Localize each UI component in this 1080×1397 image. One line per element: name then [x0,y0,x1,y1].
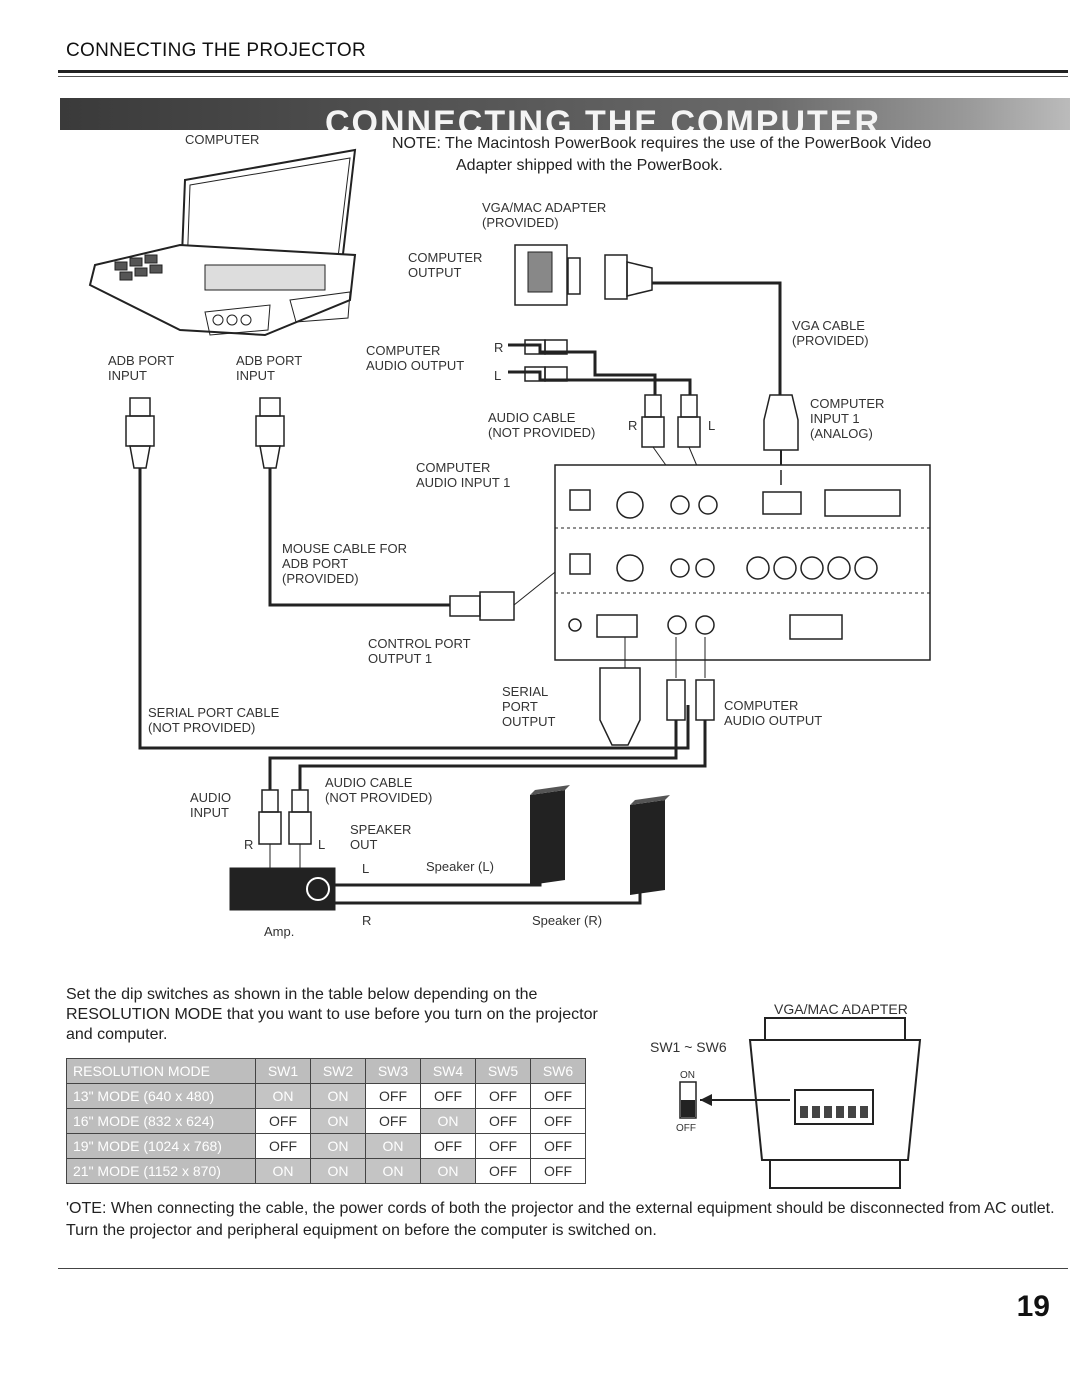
table-cell: OFF [475,1158,531,1184]
table-row: 13" MODE (640 x 480) ON ON OFF OFF OFF O… [66,1083,586,1109]
resolution-table: RESOLUTION MODE SW1 SW2 SW3 SW4 SW5 SW6 … [66,1058,586,1184]
label-on: ON [680,1070,695,1081]
table-cell: OFF [530,1158,586,1184]
label-l-top: L [494,368,502,383]
table-cell: ON [420,1108,476,1134]
table-row: 16" MODE (832 x 624) OFF ON OFF ON OFF O… [66,1108,586,1134]
table-cell: OFF [475,1108,531,1134]
table-cell: OFF [475,1083,531,1109]
label-serial-port-output: SERIAL PORT OUTPUT [502,684,556,729]
bottom-note: 'OTE: When connecting the cable, the pow… [66,1198,1056,1242]
label-l-speaker: L [362,861,370,876]
table-row: 19" MODE (1024 x 768) OFF ON ON OFF OFF … [66,1133,586,1159]
label-l-mid: L [708,418,716,433]
table-cell: ON [420,1158,476,1184]
table-cell: OFF [475,1133,531,1159]
table-cell: OFF [365,1083,421,1109]
label-computer-output: COMPUTER OUTPUT [408,250,483,280]
label-vga-mac-adapter: VGA/MAC ADAPTER [774,1001,908,1017]
section-title: CONNECTING THE PROJECTOR [66,40,366,61]
label-r-top: R [494,340,504,355]
laptop-illustration [88,148,357,337]
label-r-mid: R [628,418,638,433]
table-cell: ON [255,1158,311,1184]
label-computer-input-1: COMPUTER INPUT 1 (ANALOG) [810,396,885,441]
label-computer-audio-output-bottom: COMPUTER AUDIO OUTPUT [724,698,823,728]
page-number: 19 [1016,1290,1050,1323]
bottom-note-prefix: 'OTE: [66,1200,107,1217]
label-control-port-output: CONTROL PORT OUTPUT 1 [368,636,471,666]
label-adb-port-input-2: ADB PORT INPUT [236,353,303,383]
label-serial-port-cable: SERIAL PORT CABLE (NOT PROVIDED) [148,705,280,735]
table-cell: ON [310,1083,366,1109]
table-cell: 13" MODE (640 x 480) [66,1083,256,1109]
table-cell: ON [310,1158,366,1184]
top-note-text-2: Adapter shipped with the PowerBook. [456,157,723,174]
label-audio-cable-not-provided: AUDIO CABLE (NOT PROVIDED) [488,410,596,440]
label-adb-port-input-1: ADB PORT INPUT [108,353,175,383]
table-cell: OFF [255,1108,311,1134]
table-cell: OFF [530,1133,586,1159]
label-audio-cable-not-provided-2: AUDIO CABLE (NOT PROVIDED) [325,775,433,805]
top-note-text: The Macintosh PowerBook requires the use… [445,135,932,152]
label-l-amp: L [318,837,326,852]
label-speaker-out: SPEAKER OUT [350,822,412,852]
table-cell: ON [310,1133,366,1159]
label-r-amp: R [244,837,254,852]
label-speaker-l: Speaker (L) [426,859,494,874]
table-header-cell: RESOLUTION MODE [66,1058,256,1084]
table-cell: OFF [530,1108,586,1134]
banner: CONNECTING THE COMPUTER [60,98,1070,130]
label-mouse-cable: MOUSE CABLE FOR ADB PORT (PROVIDED) [282,541,407,586]
table-cell: ON [310,1108,366,1134]
header-rule-thin [58,76,1068,77]
table-header-cell: SW3 [365,1058,421,1084]
bottom-note-text: When connecting the cable, the power cor… [66,1200,1055,1239]
label-r-speaker: R [362,913,372,928]
label-computer: COMPUTER [185,132,260,147]
label-sw-range: SW1 ~ SW6 [650,1039,727,1055]
table-cell: ON [365,1158,421,1184]
footer-rule [58,1268,1068,1269]
table-cell: ON [255,1083,311,1109]
table-cell: 21" MODE (1152 x 870) [66,1158,256,1184]
speaker-right [630,800,665,895]
table-cell: OFF [255,1133,311,1159]
header-rule [58,70,1068,73]
table-header-cell: SW6 [530,1058,586,1084]
label-audio-input: AUDIO INPUT [190,790,232,820]
label-speaker-r: Speaker (R) [532,913,603,928]
label-vga-cable: VGA CABLE (PROVIDED) [792,318,869,348]
table-row: 21" MODE (1152 x 870) ON ON ON ON OFF OF… [66,1158,586,1184]
banner-title: CONNECTING THE COMPUTER [325,104,881,130]
label-computer-audio-output-top: COMPUTER AUDIO OUTPUT [366,343,465,373]
table-cell: OFF [530,1083,586,1109]
table-cell: ON [365,1133,421,1159]
table-cell: OFF [420,1133,476,1159]
table-cell: OFF [420,1083,476,1109]
top-note-prefix: NOTE: [392,135,441,152]
vga-mac-adapter-illustration [748,1017,922,1189]
table-header-row: RESOLUTION MODE SW1 SW2 SW3 SW4 SW5 SW6 [66,1058,586,1084]
table-header-cell: SW2 [310,1058,366,1084]
label-vga-mac-adapter-provided: VGA/MAC ADAPTER (PROVIDED) [482,200,607,230]
label-computer-audio-input-1: COMPUTER AUDIO INPUT 1 [416,460,511,490]
table-cell: 19" MODE (1024 x 768) [66,1133,256,1159]
label-off: OFF [676,1123,696,1134]
table-cell: OFF [365,1108,421,1134]
speaker-left [530,790,565,885]
table-header-cell: SW1 [255,1058,311,1084]
top-note: NOTE: The Macintosh PowerBook requires t… [392,133,931,177]
table-header-cell: SW5 [475,1058,531,1084]
table-header-cell: SW4 [420,1058,476,1084]
table-cell: 16" MODE (832 x 624) [66,1108,256,1134]
dip-switch-paragraph: Set the dip switches as shown in the tab… [66,986,598,1043]
label-amp: Amp. [264,924,295,939]
